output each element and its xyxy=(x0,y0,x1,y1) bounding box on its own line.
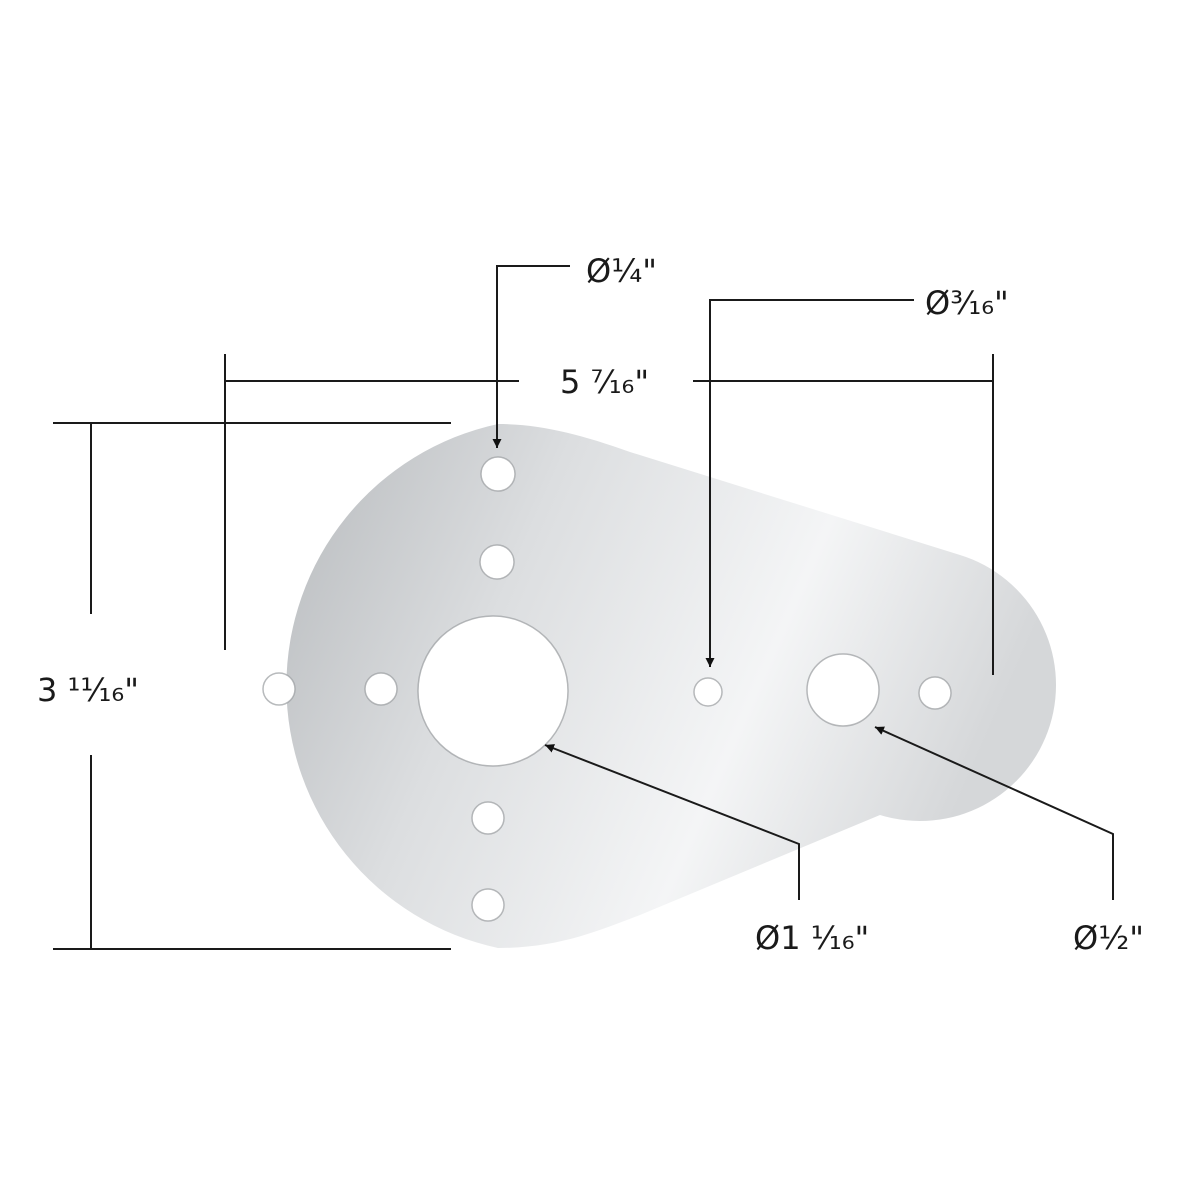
callout-one-and-sixteenth-label: Ø1 ¹⁄₁₆" xyxy=(755,919,870,957)
mounting-plate xyxy=(262,424,1057,948)
leader-half xyxy=(874,726,1114,900)
leader-quarter xyxy=(492,265,570,448)
width-dimension-lines xyxy=(224,354,994,675)
width-dimension-label: 5 ⁷⁄₁₆" xyxy=(560,363,650,401)
leader-three-sixteenths xyxy=(705,299,914,667)
height-dimension-lines xyxy=(53,422,451,950)
callout-half-label: Ø½" xyxy=(1073,919,1144,957)
height-dimension-label: 3 ¹¹⁄₁₆" xyxy=(37,671,139,709)
callout-three-sixteenths-label: Ø³⁄₁₆" xyxy=(925,284,1009,322)
callout-quarter-label: Ø¼" xyxy=(586,252,657,290)
leader-one-and-sixteenth xyxy=(544,744,800,900)
